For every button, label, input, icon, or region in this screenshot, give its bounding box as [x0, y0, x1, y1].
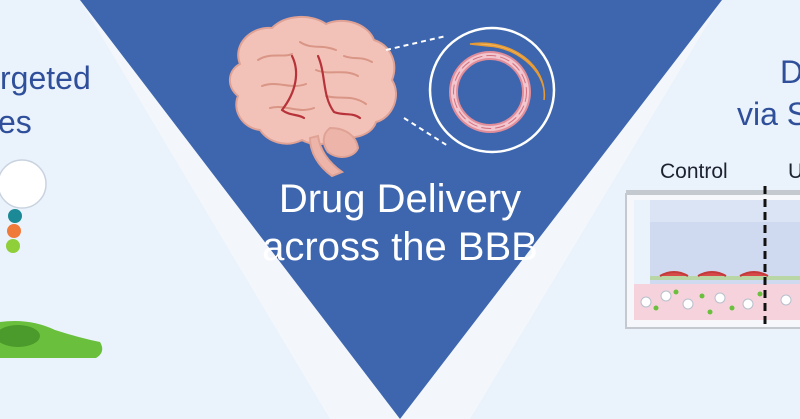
transwell-insert-icon	[625, 186, 800, 329]
blood-vessel-cross-section-icon	[428, 26, 556, 154]
left-panel-heading-line2: es	[0, 104, 32, 140]
center-title-line2: across the BBB	[262, 225, 538, 269]
right-panel-heading-line1: D	[780, 54, 800, 90]
well-label-u: U	[788, 160, 800, 183]
left-panel-heading-line1: rgeted	[0, 60, 91, 96]
right-panel-heading-line2: via S	[737, 96, 800, 132]
center-title-line1: Drug Delivery	[278, 177, 522, 221]
endothelial-cell-icon	[0, 321, 103, 358]
callout-line-top	[385, 35, 447, 51]
left-panel-background	[0, 0, 330, 419]
nanoparticle-icon	[0, 159, 47, 253]
well-label-control: Control	[660, 160, 728, 183]
brain-icon	[229, 16, 397, 178]
